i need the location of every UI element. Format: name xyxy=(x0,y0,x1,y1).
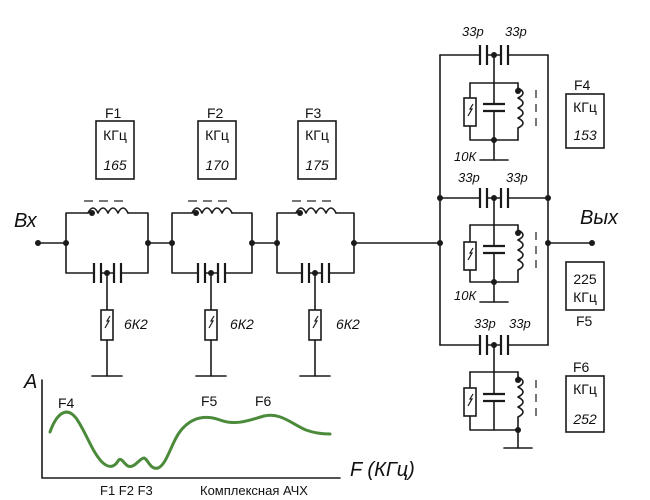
filter-unit-f4: КГц xyxy=(573,99,597,115)
cap-label-f6-left: 33р xyxy=(474,316,496,331)
filter-value-f5: 225 xyxy=(573,271,597,287)
output-terminal xyxy=(589,240,595,246)
input-label: Вх xyxy=(14,210,38,232)
resistor-label-2: 6К2 xyxy=(230,316,254,332)
filter-stage-3: 6К2 xyxy=(274,200,360,377)
axis-x-label: F (КГц) xyxy=(350,459,415,481)
output-label: Вых xyxy=(580,207,619,229)
response-label-f6: F6 xyxy=(255,393,272,409)
response-label-f4: F4 xyxy=(58,395,75,411)
filter-box-f6 xyxy=(565,375,605,433)
cap-label-f6-right: 33р xyxy=(509,316,531,331)
filter-box-f2 xyxy=(197,120,237,180)
resistor-label-10k-1: 10К xyxy=(454,149,477,164)
filter-unit-f6: КГц xyxy=(573,381,597,397)
resistor-label-3: 6К2 xyxy=(336,316,360,332)
filter-box-f1 xyxy=(95,120,135,180)
filter-box-f5 xyxy=(565,261,605,311)
response-label-f5: F5 xyxy=(201,393,218,409)
filter-value-f2: 170 xyxy=(205,157,229,173)
filter-box-f3 xyxy=(297,120,337,180)
filter-name-f6: F6 xyxy=(573,359,590,375)
axis-y-label: А xyxy=(23,371,37,393)
filter-name-f1: F1 xyxy=(105,105,122,121)
filter-name-f2: F2 xyxy=(207,105,224,121)
response-label-f1-f3: F1 F2 F3 xyxy=(100,483,153,498)
filter-value-f6: 252 xyxy=(572,411,597,427)
response-caption: Комплексная АЧХ xyxy=(200,483,308,498)
cap-label-f5-left: 33р xyxy=(458,170,480,185)
filter-unit-f2: КГц xyxy=(205,127,229,143)
output-network: 33р 33р 10К 33р 33р xyxy=(437,24,551,449)
filter-unit-f1: КГц xyxy=(103,127,127,143)
filter-value-f3: 175 xyxy=(305,157,329,173)
filter-unit-f5: КГц xyxy=(573,289,597,305)
filter-stage-2: 6К2 xyxy=(169,200,255,377)
filter-stage-1: 6К2 xyxy=(63,200,151,377)
filter-name-f4: F4 xyxy=(574,77,591,93)
filter-value-f4: 153 xyxy=(573,127,597,143)
cap-label-f4-left: 33р xyxy=(462,24,484,39)
filter-unit-f3: КГц xyxy=(305,127,329,143)
resistor-label-10k-2: 10К xyxy=(454,288,477,303)
resistor-label-1: 6К2 xyxy=(124,316,148,332)
filter-name-f3: F3 xyxy=(305,105,322,121)
axis-lines xyxy=(41,379,341,479)
response-curve xyxy=(48,410,332,470)
filter-box-f4 xyxy=(565,93,605,149)
filter-name-f5: F5 xyxy=(576,313,593,329)
filter-value-f1: 165 xyxy=(103,157,127,173)
cap-label-f4-right: 33р xyxy=(505,24,527,39)
frequency-response: А F (КГц) F4 F5 F6 F1 F2 F3 Комплексная … xyxy=(23,371,415,498)
cap-label-f5-right: 33р xyxy=(506,170,528,185)
